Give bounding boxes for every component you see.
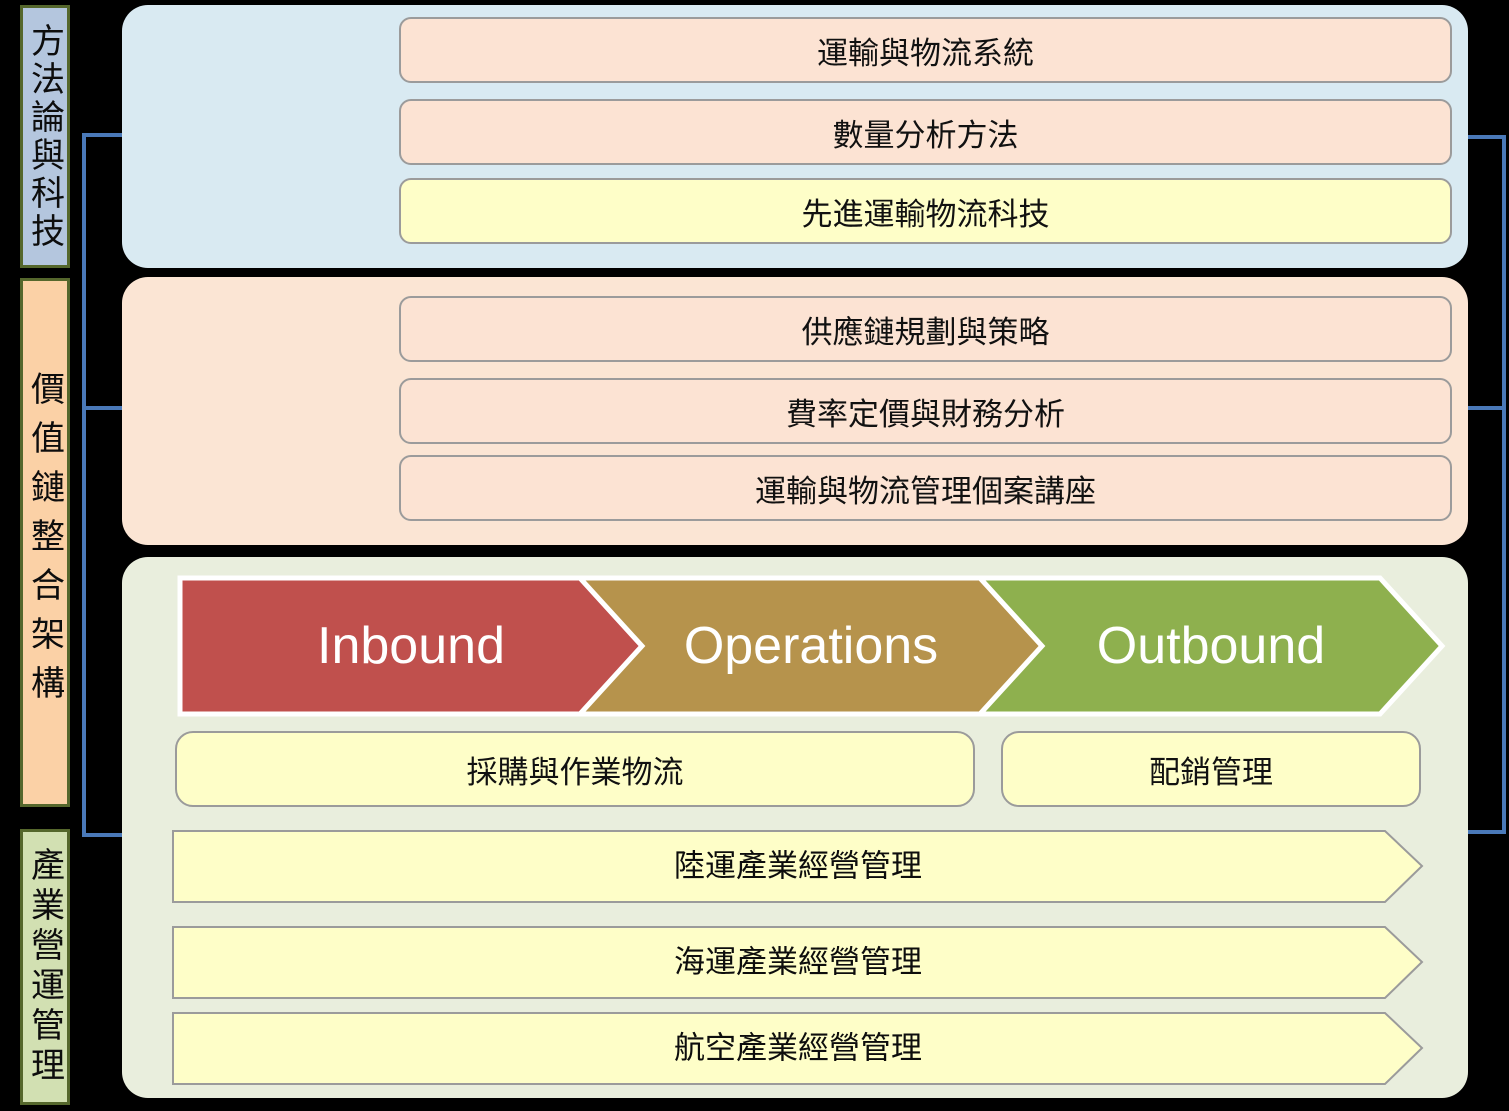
- banner-maritime-transport-industry: 海運產業經營管理: [172, 926, 1424, 999]
- course-box-distribution-management: 配銷管理: [1001, 731, 1421, 807]
- banner-aviation-label: 航空產業經營管理: [674, 1031, 922, 1066]
- banner-land-transport-industry: 陸運產業經營管理: [172, 830, 1424, 903]
- banner-aviation-shape: [172, 1012, 1424, 1085]
- connector-right-stub-top: [1466, 135, 1506, 139]
- course-box-rate-pricing-financial-analysis: 費率定價與財務分析: [399, 378, 1452, 444]
- course-box-quantitative-analysis-methods: 數量分析方法: [399, 99, 1452, 165]
- panel-methodology-and-technology: 運輸與物流系統 數量分析方法 先進運輸物流科技: [122, 5, 1468, 268]
- connector-right-stub-bottom: [1466, 830, 1506, 834]
- side-label-value-chain-integration: 價值鏈整合架構: [20, 278, 70, 807]
- banner-aviation-industry: 航空產業經營管理: [172, 1012, 1424, 1085]
- chevron-operations-label: Operations: [684, 617, 938, 675]
- course-box-transport-logistics-systems: 運輸與物流系統: [399, 17, 1452, 83]
- panel-value-chain-integration: 供應鏈規劃與策略 費率定價與財務分析 運輸與物流管理個案講座: [122, 277, 1468, 545]
- course-box-transport-logistics-case-seminar: 運輸與物流管理個案講座: [399, 455, 1452, 521]
- side-label-industry-operations-management: 產業營運管理: [20, 829, 70, 1105]
- course-box-advanced-transport-logistics-technology: 先進運輸物流科技: [399, 178, 1452, 244]
- chevron-outbound-label: Outbound: [1097, 617, 1325, 675]
- banner-maritime-shape: [172, 926, 1424, 999]
- chevron-outbound: [974, 575, 1446, 717]
- banner-maritime-label: 海運產業經營管理: [674, 945, 922, 980]
- chevron-process-arrows: Inbound Operations Outbound: [177, 575, 1446, 717]
- banner-land-label: 陸運產業經營管理: [674, 849, 922, 884]
- course-box-procurement-operations-logistics: 採購與作業物流: [175, 731, 975, 807]
- connector-left-vertical: [82, 133, 86, 837]
- connector-right-stub-middle: [1466, 406, 1506, 410]
- connector-left-stub-top: [82, 133, 124, 137]
- chevron-inbound-label: Inbound: [317, 617, 505, 675]
- connector-left-stub-middle: [82, 406, 124, 410]
- connector-right-vertical: [1502, 135, 1506, 834]
- banner-land-shape: [172, 830, 1424, 903]
- side-label-methodology-and-technology: 方法論與科技: [20, 5, 70, 268]
- connector-left-stub-bottom: [82, 833, 126, 837]
- course-box-supply-chain-planning-strategy: 供應鏈規劃與策略: [399, 296, 1452, 362]
